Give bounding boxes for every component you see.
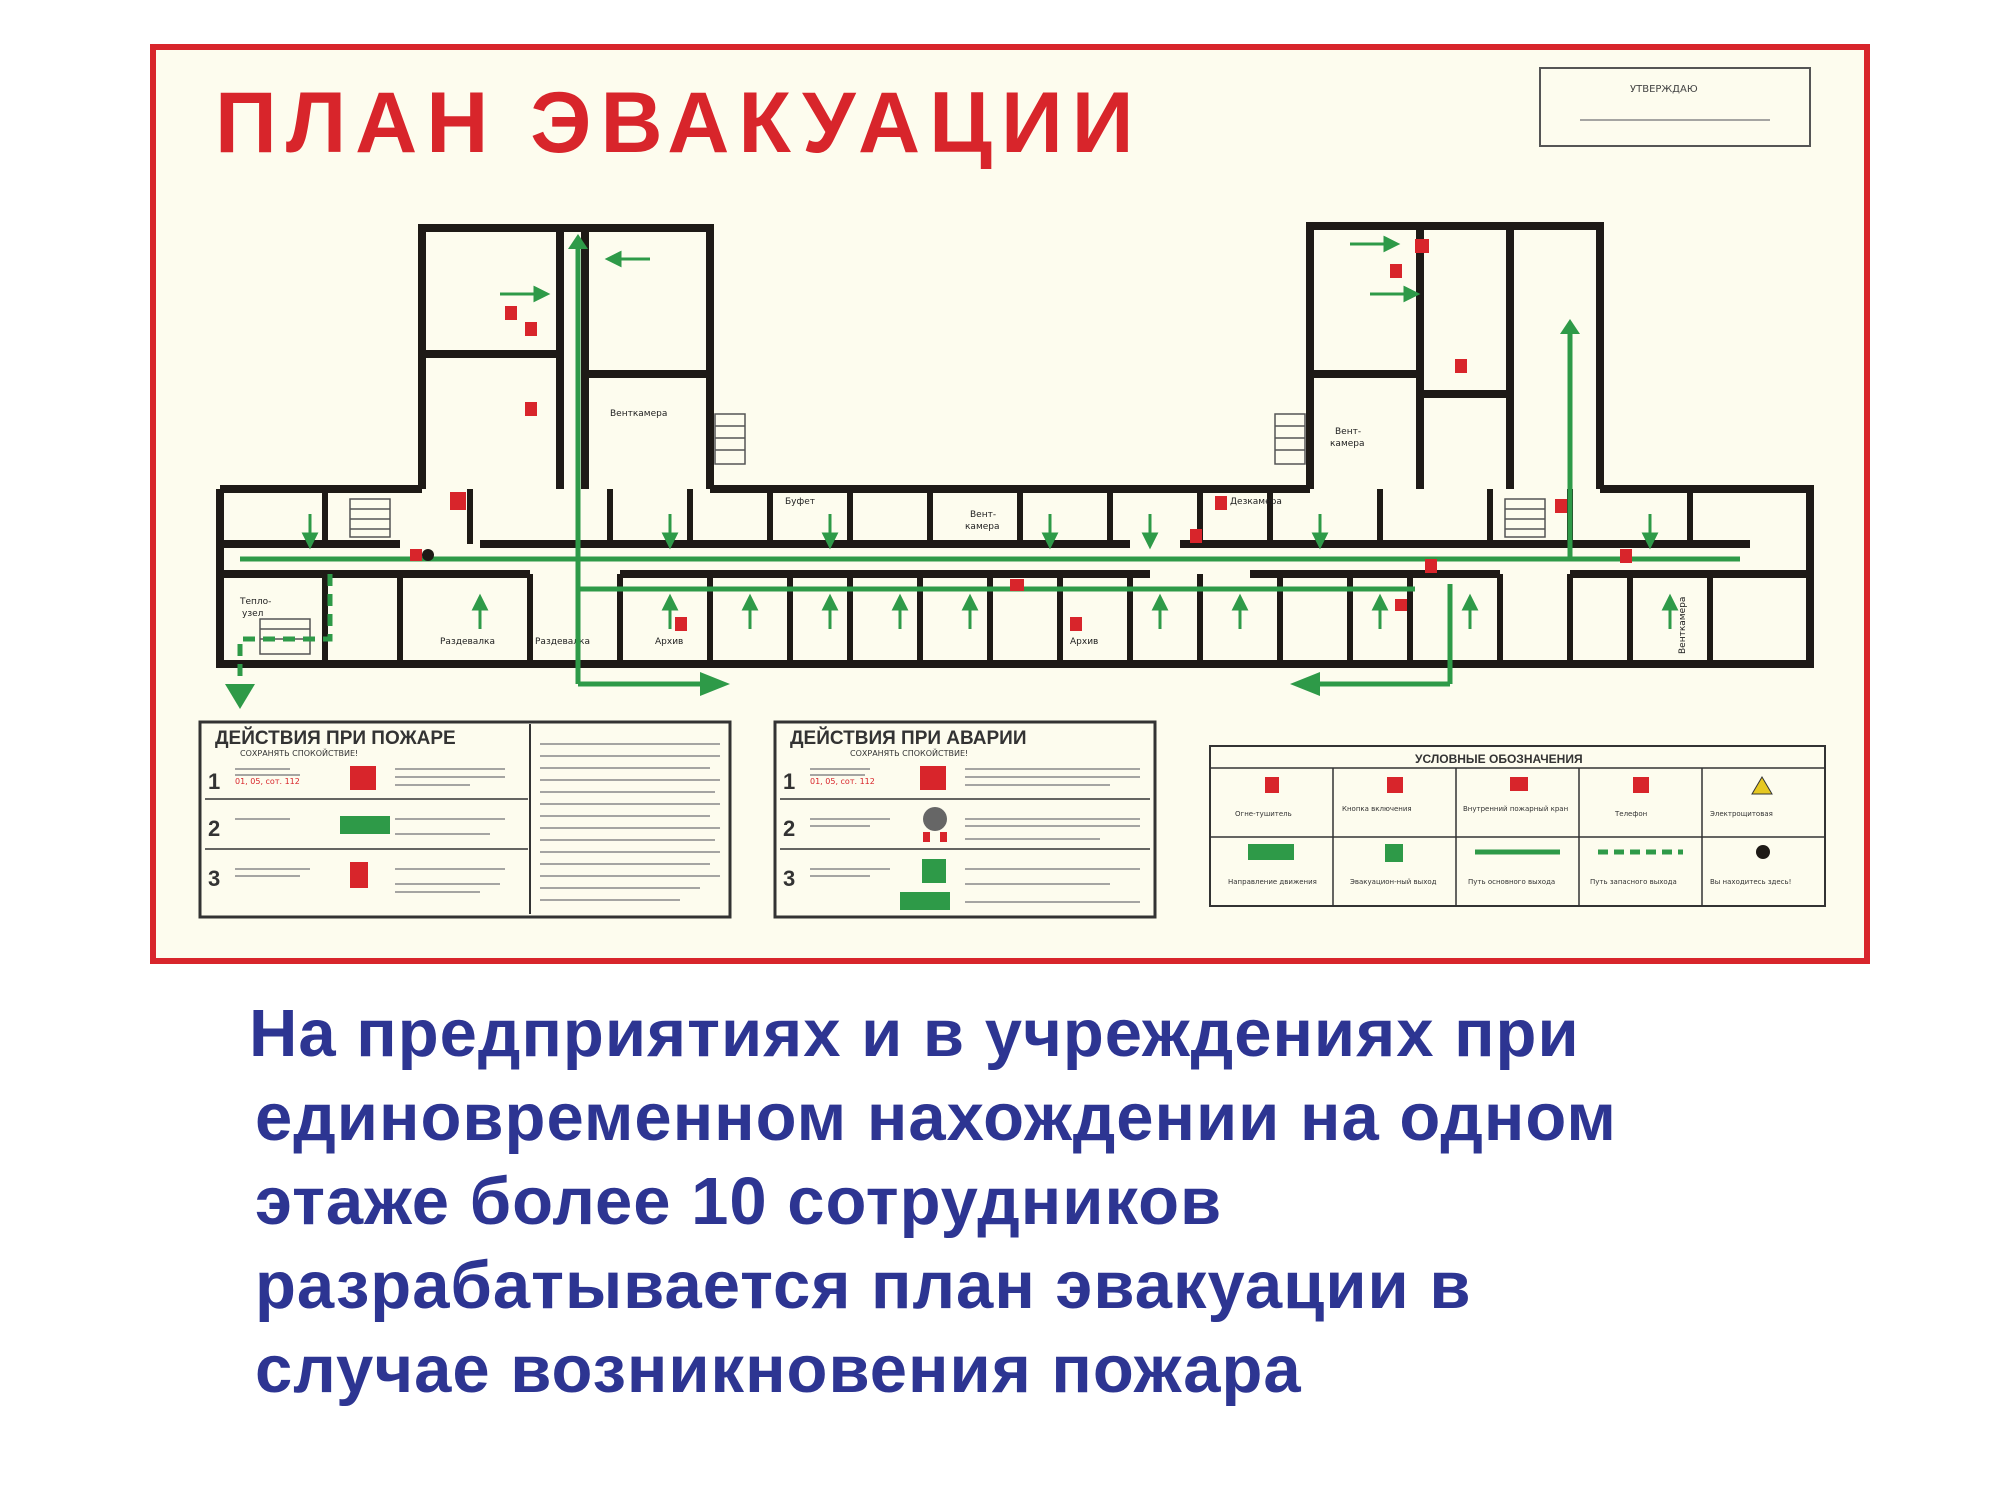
fire-step-1: 1 <box>208 769 220 794</box>
direction-arrows <box>301 235 1679 629</box>
room-arhiv-2: Архив <box>1070 637 1098 647</box>
legend-item-spare-route: Путь запасного выхода <box>1590 878 1677 886</box>
legend-item-you-are-here: Вы находитесь здесь! <box>1710 878 1791 886</box>
approve-label: УТВЕРЖДАЮ <box>1630 84 1698 95</box>
room-ventkamera-right-2: камера <box>1330 439 1365 449</box>
legend-item-hydrant: Внутренний пожарный кран <box>1463 805 1568 813</box>
spare-evacuation-route <box>237 574 333 684</box>
legend-item-electrical: Электрощитовая <box>1710 810 1773 818</box>
caption-paragraph: На предприятиях и в учреждениях при един… <box>249 992 1905 1412</box>
legend-title: УСЛОВНЫЕ ОБОЗНАЧЕНИЯ <box>1415 752 1583 766</box>
route-arrowheads <box>225 234 1580 709</box>
caption-line-3: этаже более 10 сотрудников <box>255 1164 1223 1239</box>
legend-panel: УСЛОВНЫЕ ОБОЗНАЧЕНИЯ Огне-тушитель Кнопк… <box>1209 745 1826 907</box>
legend-item-extinguisher: Огне-тушитель <box>1235 810 1292 818</box>
accident-actions-panel: ДЕЙСТВИЯ ПРИ АВАРИИ СОХРАНЯТЬ СПОКОЙСТВИ… <box>773 720 1157 919</box>
accident-step-2: 2 <box>783 816 795 841</box>
room-ventkamera-vertical: Венткамера <box>1678 597 1688 654</box>
fire-step-3: 3 <box>208 866 220 891</box>
room-razdevalka-1: Раздевалка <box>440 637 495 647</box>
fire-step-2: 2 <box>208 816 220 841</box>
accident-panel-title: ДЕЙСТВИЯ ПРИ АВАРИИ <box>790 727 1027 749</box>
fire-panel-subtitle: СОХРАНЯТЬ СПОКОЙСТВИЕ! <box>240 747 358 758</box>
approve-box <box>1539 67 1811 147</box>
legend-item-phone: Телефон <box>1614 810 1647 818</box>
accident-phone: 01, 05, сот. 112 <box>810 777 875 786</box>
room-ventkamera-right-1: Вент- <box>1335 427 1361 437</box>
caption-line-2: единовременном нахождении на одном <box>255 1080 1617 1155</box>
accident-panel-subtitle: СОХРАНЯТЬ СПОКОЙСТВИЕ! <box>850 747 968 758</box>
room-ventkamera-left: Венткамера <box>610 409 667 419</box>
fire-phone: 01, 05, сот. 112 <box>235 777 300 786</box>
you-are-here-marker <box>422 549 434 561</box>
building-walls <box>216 222 1814 668</box>
legend-item-button: Кнопка включения <box>1342 805 1412 813</box>
accident-step-1: 1 <box>783 769 795 794</box>
fire-actions-panel: ДЕЙСТВИЯ ПРИ ПОЖАРЕ СОХРАНЯТЬ СПОКОЙСТВИ… <box>198 720 732 919</box>
legend-item-exit: Эвакуацион-ный выход <box>1350 878 1437 886</box>
stairs <box>259 413 1546 655</box>
room-ventkamera-corridor-2: камера <box>965 522 1000 532</box>
legend-item-direction: Направление движения <box>1228 878 1317 886</box>
room-teplouzel-2: узел <box>242 609 263 619</box>
legend-item-main-route: Путь основного выхода <box>1468 878 1555 886</box>
accident-step-3: 3 <box>783 866 795 891</box>
room-teplouzel-1: Тепло- <box>239 597 271 607</box>
main-evacuation-route <box>240 249 1740 687</box>
fire-equipment-signs <box>410 239 1632 631</box>
room-ventkamera-corridor-1: Вент- <box>970 510 996 520</box>
room-bufet: Буфет <box>785 497 815 507</box>
caption-line-5: случае возникновения пожара <box>255 1332 1302 1407</box>
caption-line-4: разрабатывается план эвакуации в <box>255 1248 1472 1323</box>
plan-title: ПЛАН ЭВАКУАЦИИ <box>215 75 1143 171</box>
plan-red-frame <box>150 44 1870 964</box>
caption-line-1: На предприятиях и в учреждениях при <box>249 996 1580 1071</box>
room-dezkamera: Дезкамера <box>1230 497 1282 507</box>
room-arhiv-1: Архив <box>655 637 683 647</box>
room-razdevalka-2: Раздевалка <box>535 637 590 647</box>
evacuation-plan-image: ПЛАН ЭВАКУАЦИИ УТВЕРЖДАЮ <box>150 44 1870 964</box>
fire-panel-title: ДЕЙСТВИЯ ПРИ ПОЖАРЕ <box>215 727 456 749</box>
